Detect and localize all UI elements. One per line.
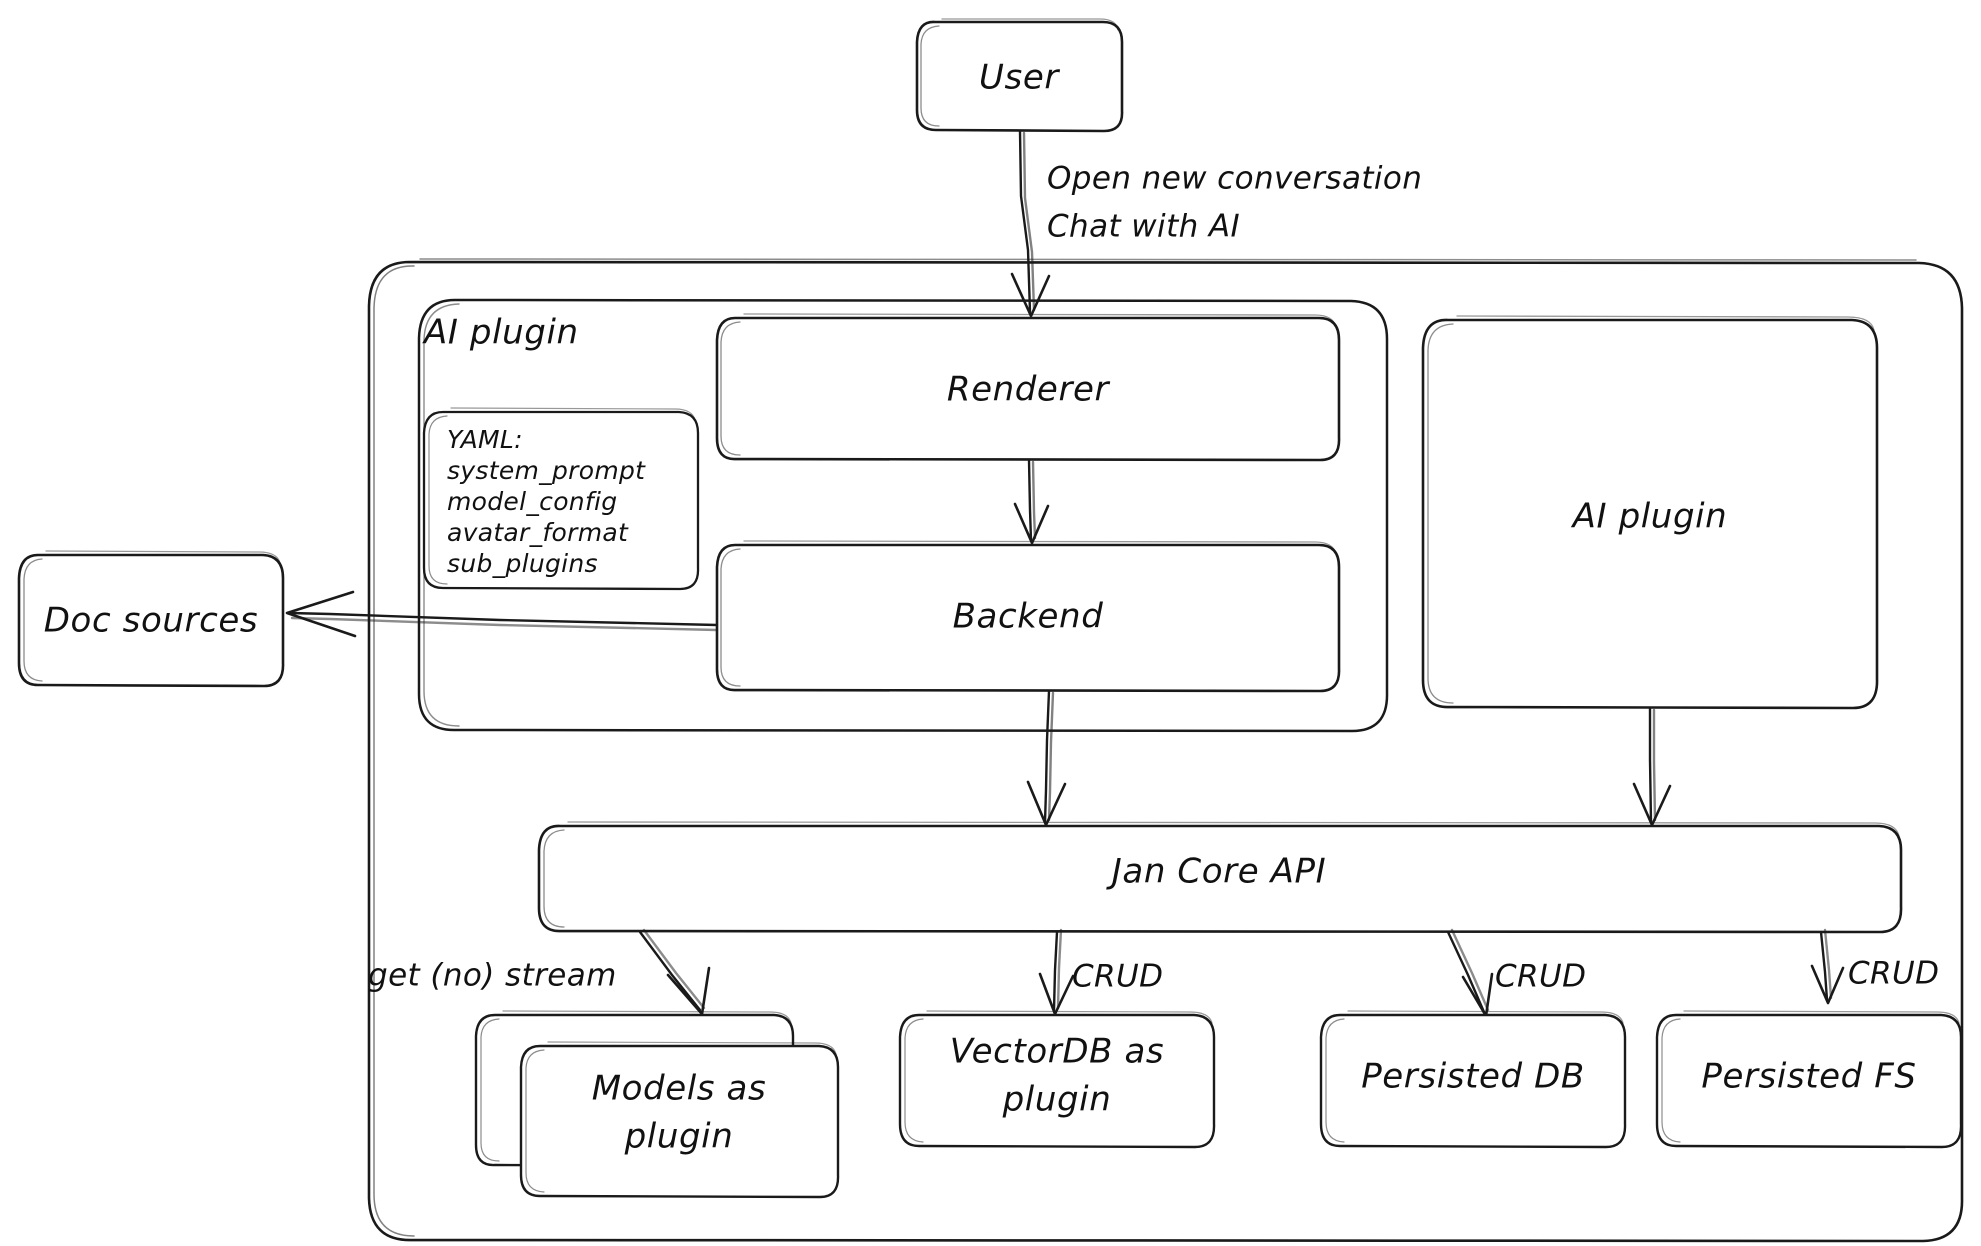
edge-renderer-to-backend [1013, 458, 1050, 545]
yaml-card-item-1: model_config [447, 487, 617, 516]
yaml-card-item-0: system_prompt [447, 456, 646, 485]
node-models-as-plugin[interactable] [519, 1041, 840, 1199]
node-renderer[interactable] [715, 313, 1341, 462]
node-jan-core-api[interactable] [537, 821, 1903, 934]
node-renderer-label: Renderer [947, 370, 1111, 410]
node-user-label: User [979, 58, 1060, 98]
yaml-card-title: YAML: [447, 425, 523, 454]
node-persisted-fs[interactable] [1655, 1010, 1963, 1149]
node-models-as-plugin-label-line2: plugin [624, 1117, 734, 1157]
node-persisted-fs-label: Persisted FS [1701, 1057, 1916, 1097]
edge-backend-to-doc-sources [285, 590, 719, 638]
edge-backend-to-core [1026, 689, 1067, 827]
node-jan-core-api-label: Jan Core API [1106, 852, 1326, 892]
node-vectordb-as-plugin-label-line2: plugin [1002, 1080, 1112, 1120]
edge-core-to-persisted-db [1446, 928, 1494, 1018]
edge-label-user-renderer-line1: Open new conversation [1047, 161, 1422, 197]
edge-label-core-persisted-fs: CRUD [1848, 956, 1939, 992]
node-user[interactable] [915, 18, 1124, 133]
node-ai-plugin[interactable] [1421, 315, 1879, 710]
node-ai-plugin-label: AI plugin [1571, 497, 1728, 537]
node-backend[interactable] [715, 540, 1341, 693]
yaml-config-card [422, 407, 700, 591]
node-doc-sources-label: Doc sources [44, 601, 258, 641]
node-vectordb-as-plugin[interactable] [898, 1010, 1216, 1149]
yaml-card-item-3: sub_plugins [447, 549, 598, 578]
edge-label-core-models: get (no) stream [368, 958, 617, 994]
ai-plugin-group-label: AI plugin [422, 313, 579, 353]
node-models-as-plugin-label-line1: Models as [592, 1069, 767, 1109]
edge-label-core-vectordb: CRUD [1072, 959, 1163, 995]
yaml-card-item-2: avatar_format [447, 518, 629, 547]
node-persisted-db[interactable] [1319, 1010, 1627, 1149]
jan-container [367, 258, 1964, 1243]
edge-label-core-persisted-db: CRUD [1495, 959, 1586, 995]
node-vectordb-as-plugin-label-line1: VectorDB as [950, 1032, 1164, 1072]
edge-core-to-persisted-fs [1810, 928, 1845, 1005]
node-persisted-db-label: Persisted DB [1361, 1057, 1585, 1097]
edge-label-user-renderer-line2: Chat with AI [1047, 209, 1240, 245]
node-backend-label: Backend [953, 597, 1104, 637]
node-doc-sources[interactable] [17, 550, 285, 688]
edge-core-to-vectordb [1038, 928, 1075, 1016]
edge-ai-plugin-to-core [1632, 706, 1672, 827]
edge-user-to-renderer [1010, 129, 1051, 318]
edge-core-to-models [638, 928, 711, 1016]
